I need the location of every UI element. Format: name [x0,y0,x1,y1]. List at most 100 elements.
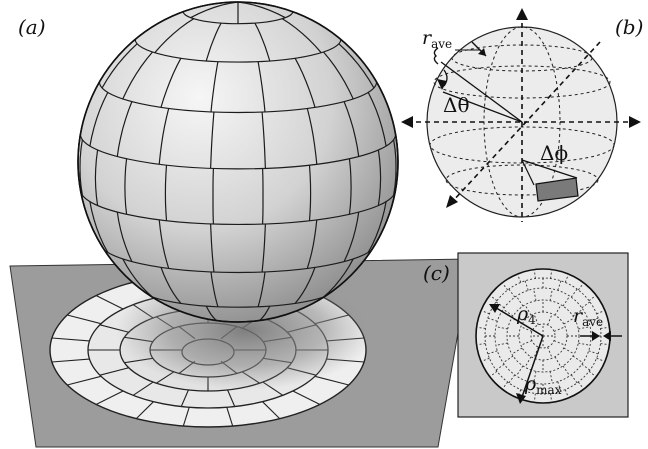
sphere-tile-divider [122,51,153,100]
disk-tile-divider [557,381,562,392]
disk-tile-divider [487,317,498,322]
disk-tile-divider [557,280,562,291]
sphere-tile-divider [210,271,219,307]
ring-tile-divider [67,375,102,386]
sphere-tile-divider [158,108,170,165]
disk-tile-divider [581,301,591,309]
disk-tile-divider [570,288,578,298]
disk-tile-divider [564,389,570,399]
panel-c: (c) ρ4 ρmax rave [423,252,629,418]
sphere-tile-divider [261,223,266,273]
panel-a: (a) [9,1,472,448]
panel-a-label: (a) [18,15,46,39]
sphere-tile-divider [205,22,222,62]
sphere-latitude-line [134,39,342,63]
sphere-tile-divider [158,219,170,269]
ring-tile-divider [132,381,154,396]
sphere-tile-divider [323,258,354,298]
disk-tile-divider [550,269,553,279]
disk-tile-divider [480,309,490,315]
ring-tile-divider [51,337,90,342]
disk-tile-divider [596,309,606,315]
ring-tile-divider [51,358,90,363]
sphere-latitude-line [98,81,378,114]
axis-arrowheads [401,8,641,208]
sphere-tile-divider [160,57,182,108]
disk-tile-divider [489,294,498,302]
sphere-tile-divider [190,2,239,19]
sphere-latitude-line [79,134,397,170]
sphere-tile-divider [116,101,133,157]
disk-tile-divider [495,363,505,371]
sphere-tile-divider [306,219,318,269]
sphere-tile-divider [237,2,286,19]
disk-tile-divider [501,282,509,291]
sphere-tile-divider [210,61,219,112]
disk-tile-divider [581,363,591,371]
r-ave-label-b: rave [422,27,452,51]
disk-tile-divider [533,393,536,403]
ring-tile-divider [135,401,154,419]
rho-max-label: ρmax [524,373,562,397]
sphere-tile-divider [393,139,397,196]
disk-tile-divider [600,326,610,329]
sphere-tile-divider [308,165,312,221]
ring-tile-divider [96,295,124,310]
disk-tile-divider [533,269,536,279]
sphere-tile-divider [164,165,168,221]
ring-tile-divider [96,390,124,405]
sphere-tile-divider [343,101,360,157]
disk-tile-divider [480,357,490,363]
disk-ring-line [530,323,556,349]
disk-tile-divider [564,273,570,283]
sphere-tile-divider [294,267,316,304]
disk-tile-divider [588,294,597,302]
sphere-latitude-line [79,189,397,226]
sphere-tile-divider [89,201,109,253]
sphere-tile-divider [281,18,322,54]
disk-tile-divider [588,317,599,322]
sphere-tile-divider [257,61,266,112]
sphere-tile-divider [89,92,109,147]
sphere-tile-divider [210,111,215,169]
ring-tile-divider [292,390,320,405]
disk-tile-divider [550,393,553,403]
panel-c-label: (c) [423,261,450,285]
disk-tile-divider [596,357,606,363]
sphere-tile-divider [261,111,266,169]
disk-tile-divider [516,389,522,399]
ring-tile-divider [99,367,129,376]
sphere-tile-divider [160,267,182,304]
ring-tile-divider [67,314,102,325]
dtheta-wedge [437,61,523,123]
sphere-tile-divider [154,18,195,54]
ring-tile-divider [180,389,189,407]
disk-tile-divider [476,326,486,329]
r-ave-label-c: rave [573,305,603,329]
ring-tile-divider [262,401,281,419]
disk-tile-divider [501,381,509,390]
disk-tile-divider [524,280,529,291]
sphere-tile-divider [367,201,387,253]
sphere-latitude-line [98,241,378,274]
disk-tile-divider [570,374,578,384]
tiled-sphere [77,1,399,323]
disk-tile-divider [495,301,505,309]
sphere-tile-divider [338,43,375,89]
disk-tile-divider [577,282,585,291]
axes [407,14,634,222]
sphere-tile-divider [101,43,138,89]
rho4-label: ρ4 [516,303,536,327]
disk-ring-line [506,299,580,373]
panel-b-label: (b) [615,15,643,39]
disk-tile-divider [588,350,599,355]
panel-b: (b) [401,8,643,222]
disk-tile-divider [588,370,597,378]
sphere-tile-divider [254,305,271,322]
radius-arrowheads [489,304,611,404]
sphere-tile-divider [210,223,215,273]
sphere-tile-divider [367,92,387,147]
sphere-tile-divider [377,149,382,206]
sphere-tile-divider [79,139,83,196]
